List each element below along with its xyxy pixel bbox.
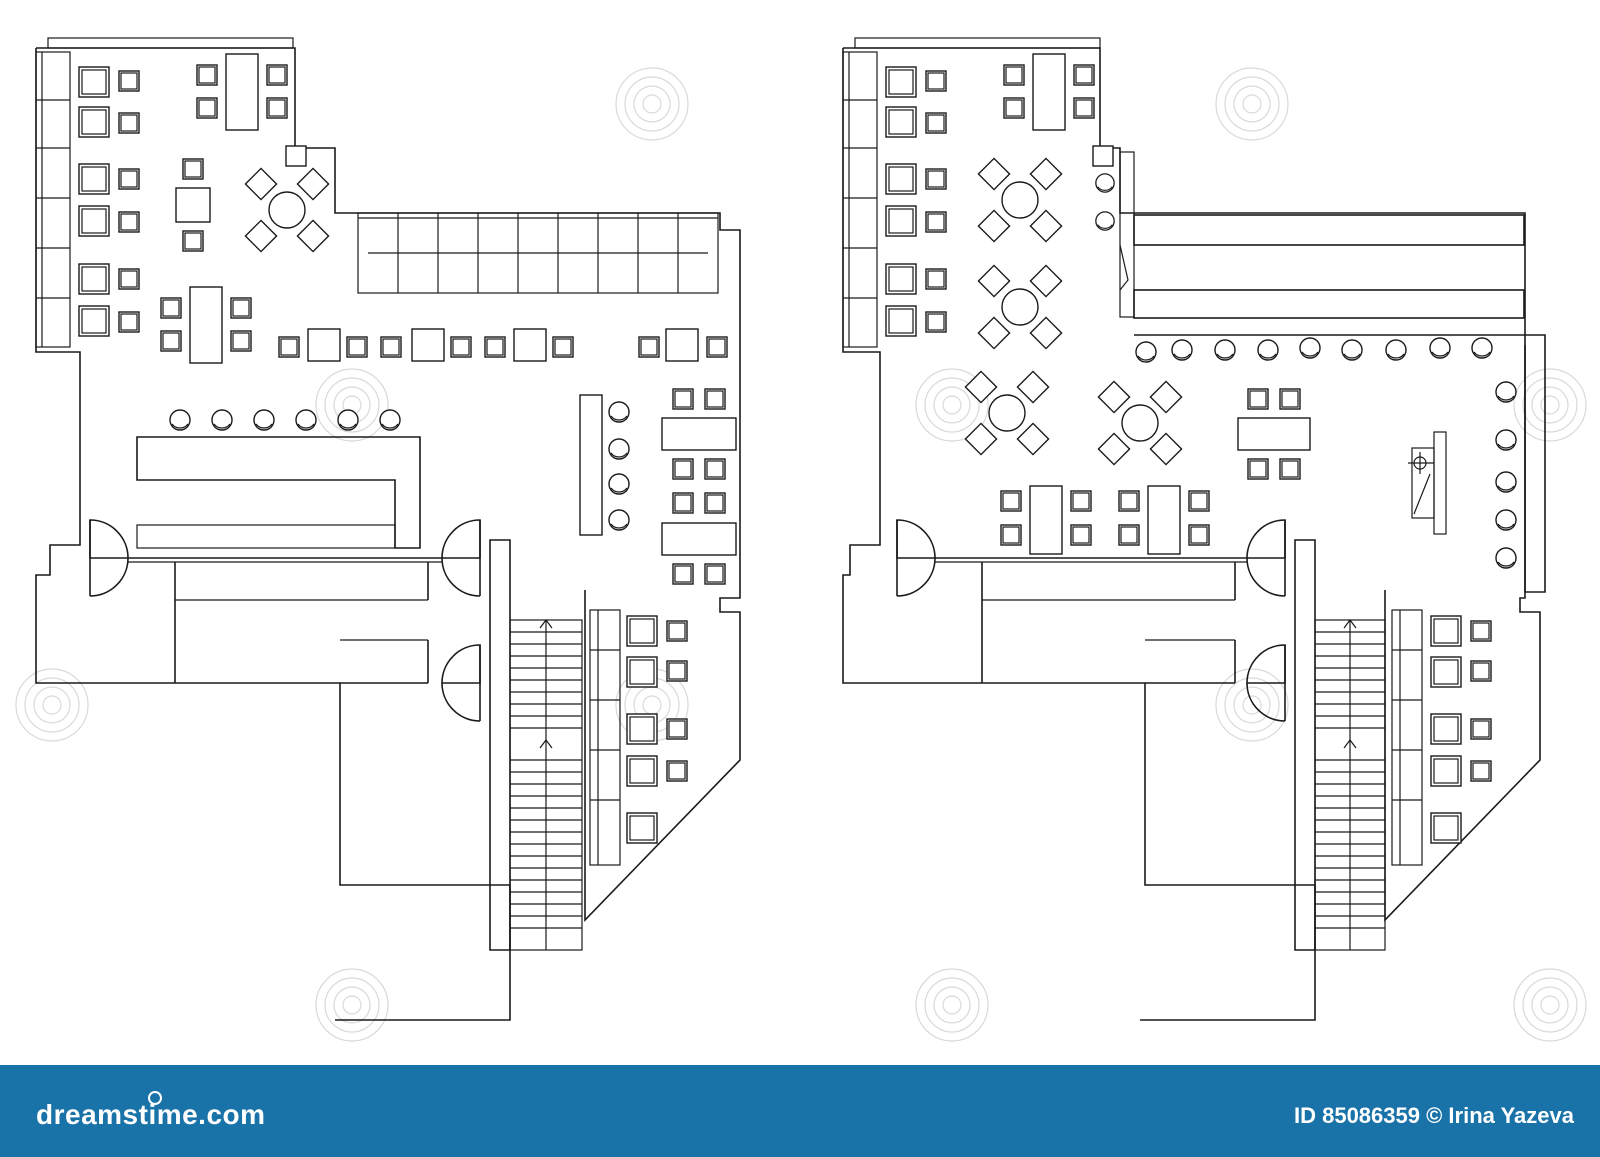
brand-swirl-icon (148, 1091, 162, 1105)
floor-plan-right (842, 37, 1546, 1021)
brand-logo-text: dreamstime.com (36, 1099, 266, 1130)
footer-bar: dreamstime.com ID 85086359 © Irina Yazev… (0, 1065, 1600, 1157)
image-credit: ID 85086359 © Irina Yazeva (1293, 1103, 1574, 1128)
floor-plans-canvas (15, 37, 1587, 1042)
floor-plan-left (35, 37, 741, 1021)
